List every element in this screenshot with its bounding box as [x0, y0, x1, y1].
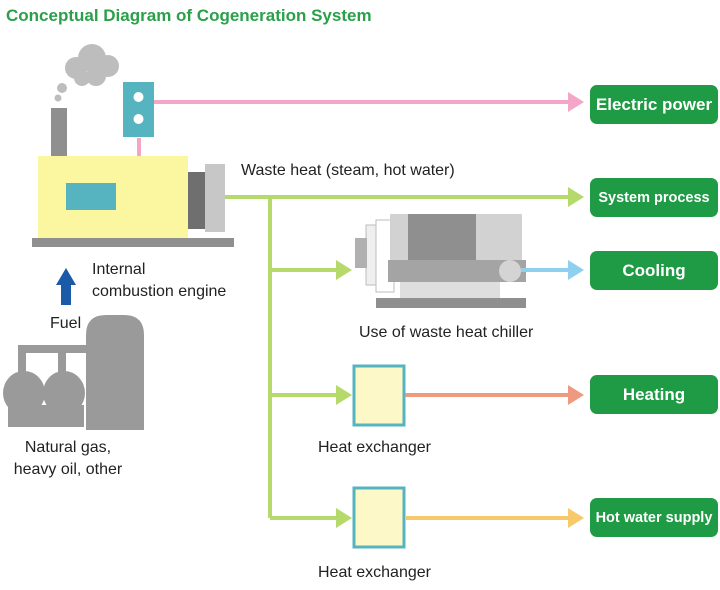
smoke-cloud-icon	[54, 44, 119, 102]
chiller-arrowhead	[336, 260, 352, 280]
generator-panel-icon	[123, 82, 154, 137]
chimney	[51, 108, 67, 156]
cooling-arrow	[521, 260, 584, 280]
heat-exchanger-2-box	[352, 486, 406, 549]
waste-heat-label: Waste heat (steam, hot water)	[241, 162, 455, 179]
engine-label-line-1: Internal	[92, 261, 146, 278]
fuel-tanks-icon	[3, 315, 144, 430]
system-process-box: System process	[590, 178, 718, 217]
internal-combustion-engine	[32, 156, 234, 247]
electric-power-box: Electric power	[590, 85, 718, 124]
waste-heat-lines	[225, 195, 570, 520]
cooling-box: Cooling	[590, 251, 718, 290]
fuel-arrow-icon	[56, 268, 76, 305]
fuel-label: Fuel	[50, 315, 82, 332]
hot-water-arrow	[405, 508, 584, 528]
system-process-arrowhead	[568, 187, 584, 207]
fuel-source-line-1: Natural gas,	[24, 439, 112, 456]
fuel-source-line-2: heavy oil, other	[13, 461, 123, 478]
diagram-title: Conceptual Diagram of Cogeneration Syste…	[6, 6, 372, 25]
engine-label: Internal combustion engine	[92, 259, 226, 303]
electric-power-arrow	[154, 92, 584, 112]
fuel-source-label: Natural gas, heavy oil, other	[8, 437, 128, 481]
heat-exchanger-1-box	[352, 364, 406, 427]
waste-heat-chiller-icon	[355, 214, 526, 308]
heat-exchanger-1-arrowhead	[336, 385, 352, 405]
heating-box: Heating	[590, 375, 718, 414]
heat-exchanger-2-label: Heat exchanger	[318, 564, 431, 581]
heating-arrow	[405, 385, 584, 405]
hot-water-supply-box: Hot water supply	[590, 498, 718, 537]
heat-exchanger-1-label: Heat exchanger	[318, 439, 431, 456]
engine-label-line-2: combustion engine	[92, 283, 227, 300]
heat-exchanger-2-arrowhead	[336, 508, 352, 528]
chiller-label: Use of waste heat chiller	[359, 324, 534, 341]
